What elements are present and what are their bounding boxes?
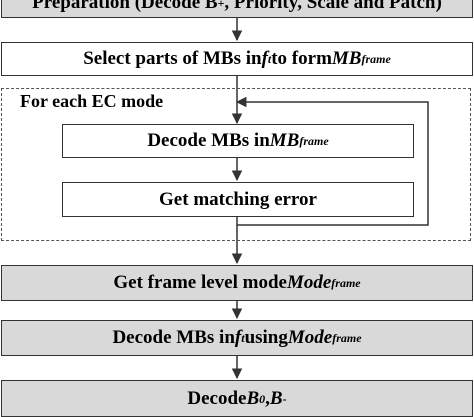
decode-mbs-sub: frame <box>299 134 329 148</box>
decode-ft-var-f: f <box>234 327 242 348</box>
final-var-b0: B <box>246 387 260 409</box>
select-pre: Select parts of MBs in <box>83 48 262 69</box>
final-pre: Decode <box>187 387 247 409</box>
final-var-bminus: B <box>269 387 283 409</box>
loop-label: For each EC mode <box>17 91 167 112</box>
final-sup-0: 0 <box>259 391 266 406</box>
frame-mode-var: Mode <box>286 272 332 293</box>
ec-mode-loop-group <box>1 88 471 241</box>
decode-ft-sub-t: t <box>241 331 245 345</box>
prep-rest: , Priority, Scale and Patch) <box>224 0 442 13</box>
decode-ft-mid: using <box>244 327 288 348</box>
frame-mode-sub: frame <box>331 276 361 290</box>
step-get-matching-error: Get matching error <box>62 182 414 217</box>
select-mid: to form <box>271 48 332 69</box>
decode-mbs-var: MB <box>269 130 300 151</box>
select-sub-frame: frame <box>361 52 391 66</box>
decode-mbs-pre: Decode MBs in <box>147 130 270 151</box>
decode-ft-var-mode: Mode <box>287 327 333 348</box>
select-var-mb: MB <box>331 48 362 69</box>
loop-back-arrow <box>235 96 429 226</box>
frame-mode-pre: Get frame level mode <box>113 272 287 293</box>
select-sub-t: t <box>267 52 272 66</box>
final-mid: , <box>265 387 270 409</box>
step-preparation: Preparation (Decode B+, Priority, Scale … <box>1 0 473 18</box>
prep-text: Preparation (Decode B <box>32 0 218 13</box>
match-text: Get matching error <box>159 188 317 210</box>
decode-ft-pre: Decode MBs in <box>112 327 235 348</box>
select-var-f: f <box>261 48 268 69</box>
decode-ft-sub-frame: frame <box>332 331 362 345</box>
